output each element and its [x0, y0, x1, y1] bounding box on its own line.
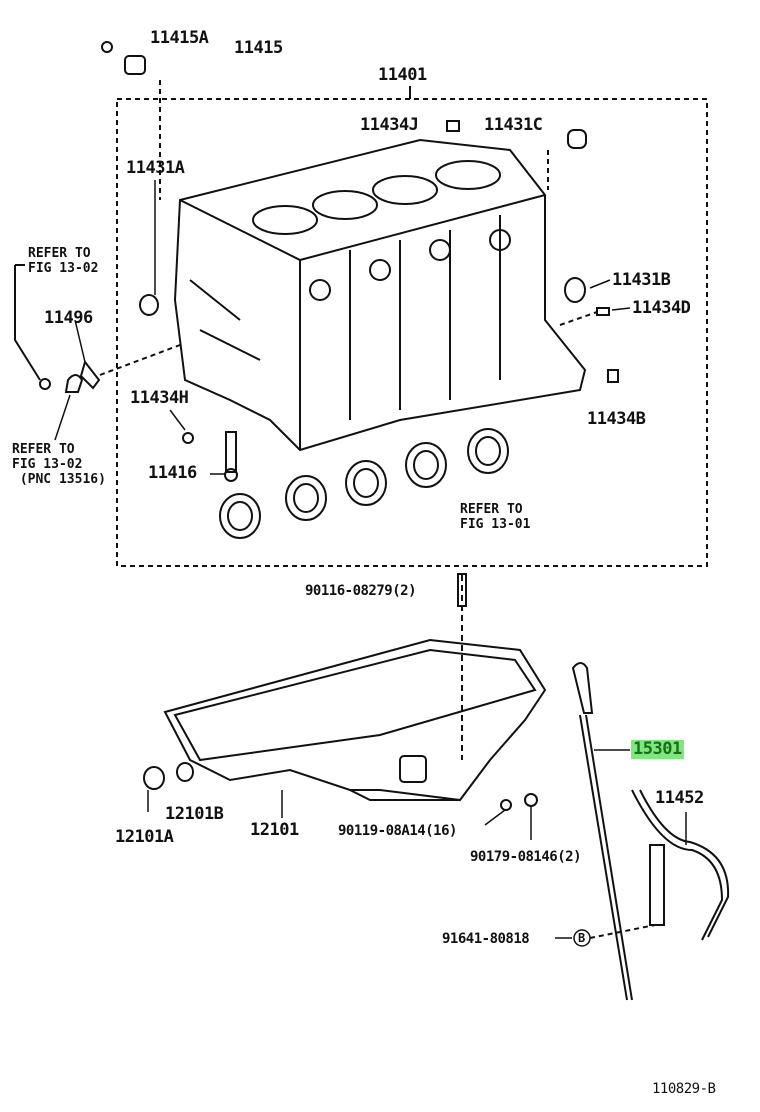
- part-label-11434B[interactable]: 11434B: [587, 409, 646, 429]
- circled-mark-label: B: [578, 931, 585, 945]
- figure-code: 110829-B: [652, 1081, 716, 1097]
- refer-fig-13-01[interactable]: REFER TO FIG 13-01: [460, 502, 530, 532]
- ref-line: FIG 13-02: [12, 457, 83, 472]
- part-label-12101[interactable]: 12101: [250, 820, 299, 840]
- part-label-12101A[interactable]: 12101A: [115, 827, 174, 847]
- part-label-90116-08279[interactable]: 90116-08279(2): [305, 583, 417, 599]
- part-label-11401[interactable]: 11401: [378, 65, 427, 85]
- part-label-11431B[interactable]: 11431B: [612, 270, 671, 290]
- part-label-11416[interactable]: 11416: [148, 463, 197, 483]
- oil-pan-drawing: [163, 573, 547, 802]
- refer-fig-13-02-pnc[interactable]: REFER TO FIG 13-02 (PNC 13516): [12, 442, 106, 487]
- bearings-drawing: [219, 428, 509, 539]
- ref-line: REFER TO: [12, 442, 75, 457]
- part-label-11431A[interactable]: 11431A: [126, 158, 185, 178]
- circled-mark: [573, 929, 591, 947]
- part-label-90119-08A14[interactable]: 90119-08A14(16): [338, 823, 457, 839]
- assembly-frame: [116, 98, 708, 567]
- ref-line: (PNC 13516): [19, 472, 106, 487]
- dipstick-guide-drawing: [631, 789, 730, 941]
- dipstick-drawing: [571, 662, 633, 1001]
- part-label-11434D[interactable]: 11434D: [632, 298, 691, 318]
- cylinder-block-drawing: [173, 138, 587, 452]
- ref-line: FIG 13-02: [28, 261, 99, 276]
- part-label-90179-08146[interactable]: 90179-08146(2): [470, 849, 582, 865]
- part-label-11415A[interactable]: 11415A: [150, 28, 209, 48]
- ref-line: FIG 13-01: [460, 517, 531, 532]
- ref-line: REFER TO: [28, 246, 91, 261]
- part-label-11496[interactable]: 11496: [44, 308, 93, 328]
- part-label-11452[interactable]: 11452: [655, 788, 704, 808]
- part-label-91641-80818[interactable]: 91641-80818: [442, 931, 530, 947]
- part-label-11434H[interactable]: 11434H: [130, 388, 189, 408]
- part-label-11415[interactable]: 11415: [234, 38, 283, 58]
- part-label-11431C[interactable]: 11431C: [484, 115, 543, 135]
- part-label-11434J[interactable]: 11434J: [360, 115, 419, 135]
- part-label-12101B[interactable]: 12101B: [165, 804, 224, 824]
- ref-line: REFER TO: [460, 502, 523, 517]
- part-label-15301-highlighted[interactable]: 15301: [631, 739, 684, 759]
- refer-fig-13-02[interactable]: REFER TO FIG 13-02: [28, 246, 98, 276]
